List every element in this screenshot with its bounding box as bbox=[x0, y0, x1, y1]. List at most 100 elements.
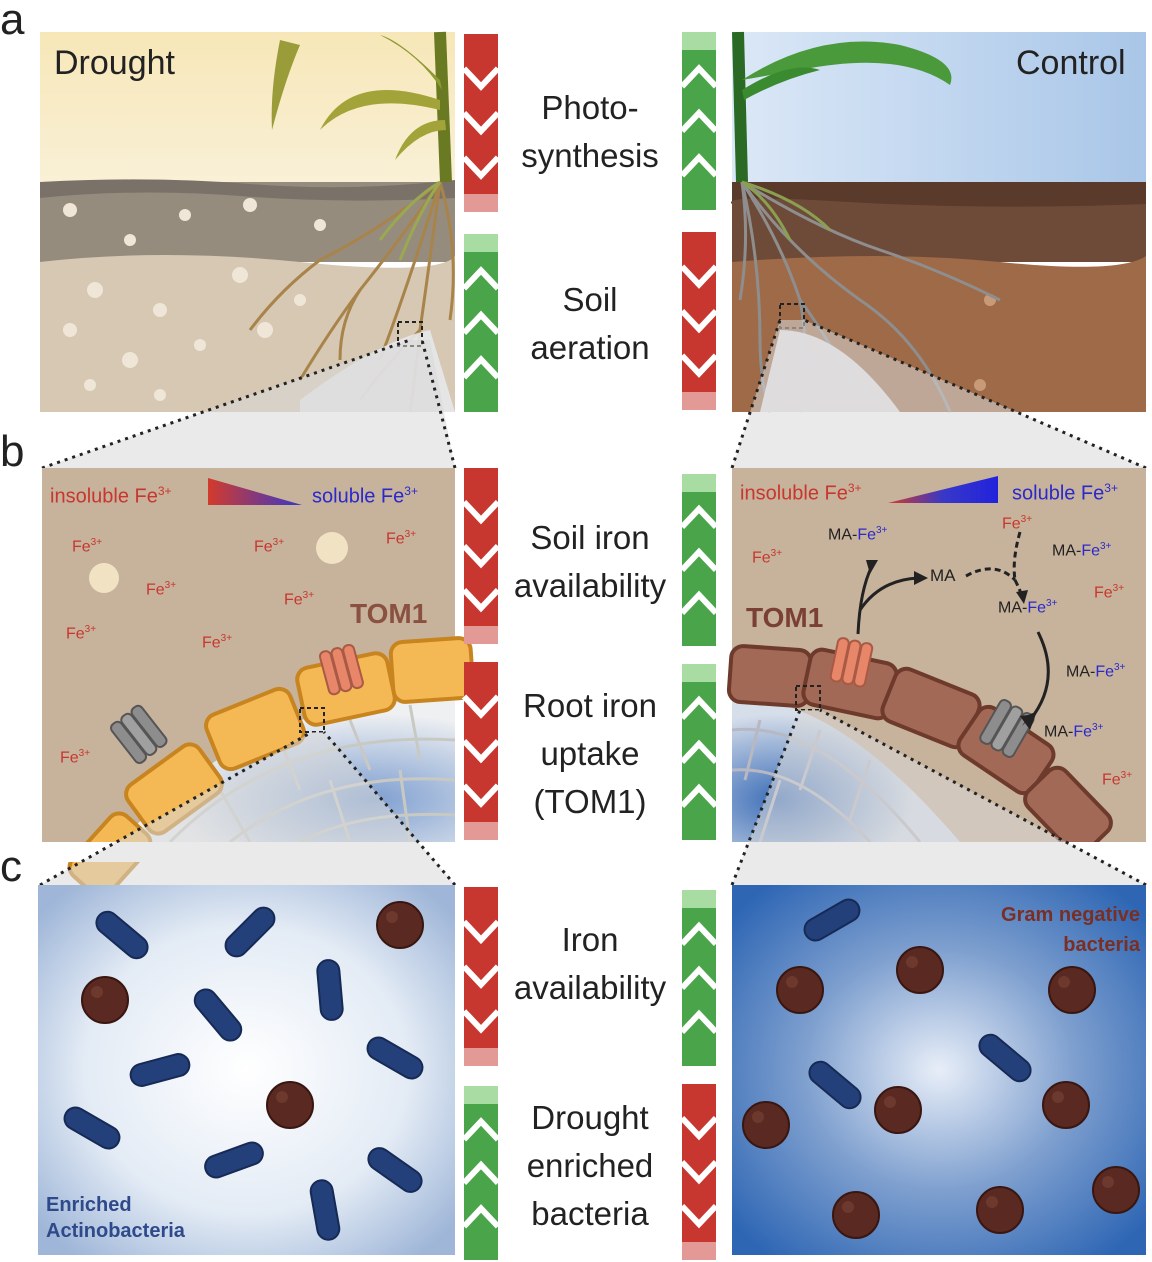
gram-negative-label: Gram negative bacteria bbox=[1001, 904, 1140, 956]
fe-symbol: Fe bbox=[202, 634, 221, 652]
fe-symbol: Fe bbox=[1027, 599, 1046, 617]
yellow-stripe-transporter-drought bbox=[110, 704, 168, 764]
panel-label-c: c bbox=[0, 842, 22, 891]
fe-symbol: Fe bbox=[60, 749, 79, 767]
actinobacteria-rod bbox=[803, 898, 861, 942]
fe3-ion: Fe3+ bbox=[72, 537, 102, 556]
fe3-ion: Fe3+ bbox=[254, 537, 284, 556]
gram-negative-coccus bbox=[832, 1191, 880, 1239]
coccus-highlight bbox=[786, 976, 798, 988]
ma-prefix: MA- bbox=[828, 526, 858, 544]
fe3-ion: Fe3+ bbox=[146, 580, 176, 599]
ma-prefix: MA- bbox=[1044, 723, 1074, 741]
ma-fe3-complex: MA-Fe3+ bbox=[1066, 662, 1125, 681]
coccus-highlight bbox=[884, 1096, 896, 1108]
coccus-highlight bbox=[91, 986, 103, 998]
arrow-drought-bacteria-drought bbox=[461, 1086, 501, 1260]
actinobacteria-rod bbox=[978, 1033, 1032, 1083]
tom1-label-drought: TOM1 bbox=[350, 598, 428, 629]
arrow-root-uptake-control bbox=[679, 664, 719, 840]
gram-negative-coccus bbox=[896, 946, 944, 994]
fe3-ion: Fe3+ bbox=[1094, 583, 1124, 602]
condition-drought: Drought bbox=[54, 44, 175, 82]
actinobacteria-rod bbox=[808, 1060, 862, 1110]
gram-negative-coccus bbox=[1048, 966, 1096, 1014]
zoom-lines-bc bbox=[39, 708, 1147, 887]
fe-symbol: Fe bbox=[284, 591, 303, 609]
soluble-label-drought: soluble Fe3+ bbox=[312, 484, 418, 508]
solubility-wedge-control bbox=[888, 476, 998, 503]
fe-symbol: Fe bbox=[1081, 542, 1100, 560]
insoluble-label-control: insoluble Fe3+ bbox=[740, 481, 862, 505]
bacteria-layer bbox=[63, 898, 1140, 1241]
fe-charge: 3+ bbox=[90, 537, 103, 548]
actinobacteria-rod bbox=[204, 1141, 264, 1179]
tom1-transporter-control bbox=[829, 637, 874, 688]
arrow-columns bbox=[461, 32, 719, 1260]
ma-fe3-complex: MA-Fe3+ bbox=[828, 525, 887, 544]
fe-symbol: Fe bbox=[66, 625, 85, 643]
actinobacteria-rod bbox=[316, 959, 344, 1021]
ma-prefix: MA- bbox=[1066, 663, 1096, 681]
zoom-lines-ab bbox=[41, 318, 1147, 470]
label-soil-iron-availability: Soil iron availability bbox=[513, 519, 667, 604]
fe-charge: 3+ bbox=[1020, 514, 1033, 525]
fe-charge: 3+ bbox=[1100, 541, 1112, 552]
arrow-root-uptake-drought bbox=[461, 662, 501, 840]
fe-charge: 3+ bbox=[302, 590, 315, 601]
panel-label-b: b bbox=[0, 427, 25, 476]
label-drought-enriched-bacteria: Drought enriched bacteria bbox=[526, 1099, 654, 1232]
actinobacteria-rod bbox=[63, 1106, 121, 1150]
tom1-transporter-drought bbox=[318, 643, 364, 696]
fe-charge: 3+ bbox=[272, 537, 285, 548]
actinobacteria-rod bbox=[224, 906, 276, 958]
gram-negative-coccus bbox=[1042, 1081, 1090, 1129]
arrow-soil-iron-drought bbox=[461, 468, 501, 644]
soluble-label-control: soluble Fe3+ bbox=[1012, 481, 1118, 505]
actinobacteria-rod bbox=[95, 910, 149, 960]
arrow-photosynthesis-control bbox=[679, 32, 719, 210]
fe-symbol: Fe bbox=[1102, 771, 1121, 789]
gram-negative-coccus bbox=[81, 976, 129, 1024]
fe-symbol: Fe bbox=[146, 581, 165, 599]
ma-fe3-complex: MA-Fe3+ bbox=[1044, 722, 1103, 741]
panel-b-control bbox=[726, 468, 1146, 862]
fe-symbol: Fe bbox=[254, 538, 273, 556]
fe-symbol: Fe bbox=[1073, 723, 1092, 741]
fe3-ion: Fe3+ bbox=[1002, 514, 1032, 533]
label-soil-aeration: Soil aeration bbox=[530, 281, 650, 366]
condition-control: Control bbox=[1016, 44, 1126, 82]
fe3-ion: Fe3+ bbox=[284, 590, 314, 609]
fe-charge: 3+ bbox=[164, 580, 177, 591]
coccus-highlight bbox=[1052, 1091, 1064, 1103]
fe-symbol: Fe bbox=[1095, 663, 1114, 681]
coccus-highlight bbox=[752, 1111, 764, 1123]
fe3-ion: Fe3+ bbox=[60, 748, 90, 767]
fe-charge: 3+ bbox=[1046, 598, 1058, 609]
fe-symbol: Fe bbox=[752, 549, 771, 567]
ma-label: MA bbox=[930, 566, 956, 585]
ma-fe3-complex: MA-Fe3+ bbox=[1052, 541, 1111, 560]
actinobacteria-rod bbox=[129, 1053, 191, 1087]
fe-charge: 3+ bbox=[404, 529, 417, 540]
fe-symbol: Fe bbox=[857, 526, 876, 544]
arrow-iron-availability-control bbox=[679, 890, 719, 1066]
arrow-drought-bacteria-control bbox=[679, 1084, 719, 1260]
fe-charge: 3+ bbox=[1112, 583, 1125, 594]
fe-charge: 3+ bbox=[78, 748, 91, 759]
fe-charge: 3+ bbox=[220, 633, 233, 644]
fe-symbol: Fe bbox=[72, 538, 91, 556]
panel-label-a: a bbox=[0, 0, 25, 44]
coccus-highlight bbox=[906, 956, 918, 968]
fe-symbol: Fe bbox=[386, 530, 405, 548]
ma-fe3-complex: MA-Fe3+ bbox=[998, 598, 1057, 617]
actinobacteria-rod bbox=[366, 1036, 424, 1080]
fe3-ion: Fe3+ bbox=[752, 548, 782, 567]
fe-charge: 3+ bbox=[1114, 662, 1126, 673]
coccus-highlight bbox=[842, 1201, 854, 1213]
gram-negative-coccus bbox=[976, 1186, 1024, 1234]
coccus-highlight bbox=[1102, 1176, 1114, 1188]
soil-particles bbox=[63, 198, 326, 401]
label-root-iron-uptake: Root iron uptake (TOM1) bbox=[523, 687, 657, 820]
